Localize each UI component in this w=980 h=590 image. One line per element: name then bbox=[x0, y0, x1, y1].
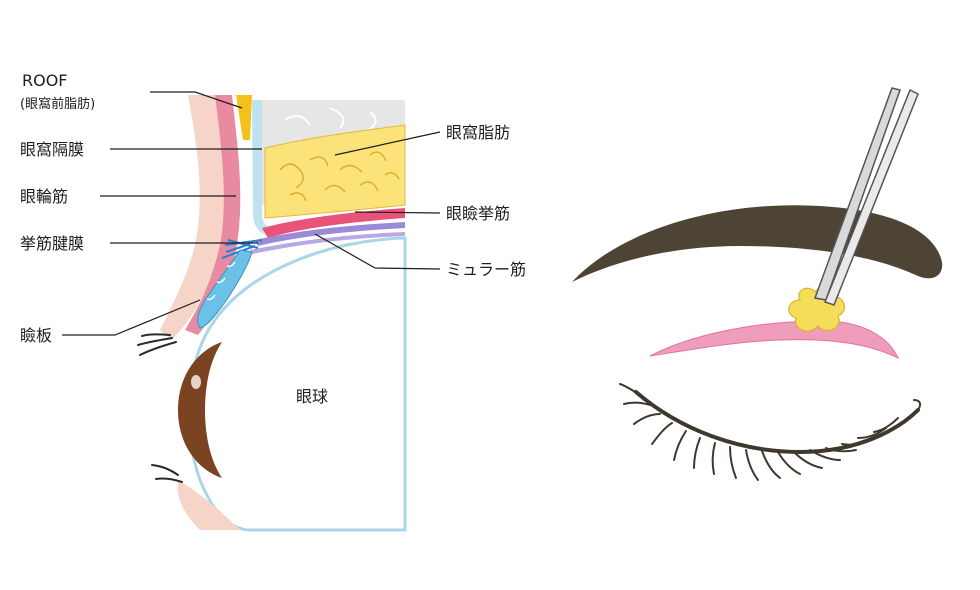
closed-eye-illustration bbox=[572, 87, 943, 481]
eyelid-crease-incision bbox=[649, 320, 900, 360]
labels: ROOF (眼窩前脂肪) 眼窩隔膜 眼輪筋 挙筋腱膜 瞼板 眼窩脂肪 眼瞼挙筋 … bbox=[20, 71, 526, 406]
leader-roof bbox=[150, 91, 243, 109]
lower-lid-skin bbox=[177, 480, 240, 530]
label-eyeball: 眼球 bbox=[296, 387, 328, 406]
tarsus-plate bbox=[197, 249, 253, 329]
label-orbicularis: 眼輪筋 bbox=[20, 187, 68, 206]
closed-eyelid-line bbox=[634, 390, 920, 455]
orbital-septum bbox=[252, 100, 280, 237]
label-roof: ROOF bbox=[22, 71, 68, 90]
eyebrow bbox=[572, 205, 943, 282]
label-orbital-fat: 眼窩脂肪 bbox=[446, 123, 510, 142]
label-muller: ミュラー筋 bbox=[446, 260, 526, 279]
leader-orbital-fat bbox=[334, 131, 441, 156]
tweezers-icon bbox=[813, 87, 919, 306]
skin-layer bbox=[160, 95, 225, 340]
fat-lobules bbox=[279, 151, 400, 202]
iris-highlight bbox=[191, 375, 201, 389]
orbital-fat bbox=[264, 124, 406, 219]
leader-lines bbox=[62, 91, 441, 336]
label-roof-sub: (眼窩前脂肪) bbox=[20, 96, 95, 112]
leader-tarsus bbox=[62, 299, 201, 336]
leader-muller bbox=[314, 233, 441, 270]
lower-eyelashes bbox=[151, 464, 183, 483]
label-levator: 眼瞼挙筋 bbox=[446, 204, 510, 223]
bone-texture bbox=[284, 107, 377, 146]
iris bbox=[178, 342, 222, 478]
tarsus-texture bbox=[206, 261, 236, 301]
leader-levator bbox=[354, 211, 441, 214]
label-septum: 眼窩隔膜 bbox=[20, 140, 84, 159]
muller-muscle bbox=[255, 222, 405, 246]
closed-eye-lashes bbox=[619, 383, 922, 481]
label-aponeurosis: 挙筋腱膜 bbox=[20, 234, 84, 253]
roof-fat bbox=[236, 95, 252, 140]
muller-muscle-2 bbox=[250, 232, 405, 254]
levator-muscle bbox=[262, 208, 405, 238]
eyelid-cross-section bbox=[137, 95, 407, 532]
upper-eyelashes bbox=[137, 333, 177, 356]
label-tarsus: 瞼板 bbox=[20, 326, 52, 345]
